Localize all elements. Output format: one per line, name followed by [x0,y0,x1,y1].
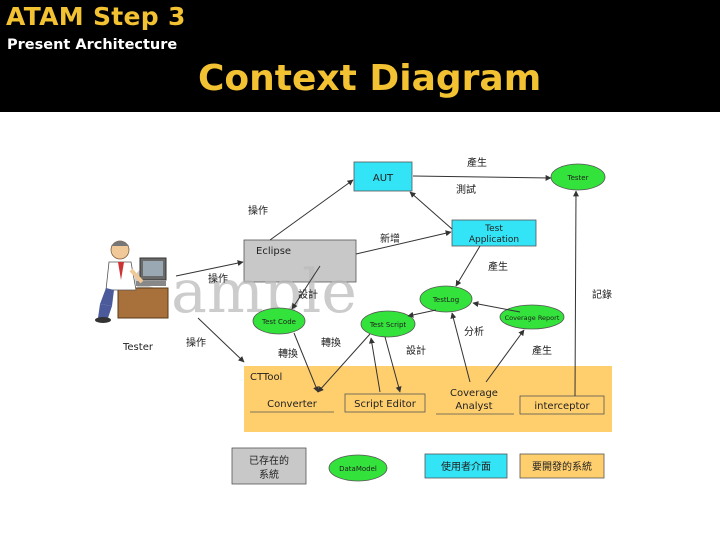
legend-to-develop [519,453,605,479]
slide-title: ATAM Step 3 [6,2,186,31]
legend-data-model-label: DataModel [339,465,377,473]
legend-existing-line1: 已存在的 [249,454,289,467]
test-script-label: Test Script [369,321,407,329]
script-editor-box [344,393,426,413]
edge-label-operate-left: 操作 [208,272,228,285]
edge-label-analyze: 分析 [464,325,484,338]
edge-label-deploy-mid: 產生 [488,260,508,273]
edge-label-convert: 轉換 [278,347,298,360]
legend-user-interface [424,453,508,479]
edge-label-design2: 設計 [406,344,426,357]
diagram-heading: Context Diagram [198,58,542,99]
edge-label-new: 新增 [380,232,400,245]
cttool-region [244,366,612,432]
aut-box [353,161,413,192]
cttool-label: CTTool [250,372,282,383]
testlog-node [419,285,473,313]
tester-person-icon [95,240,169,323]
coverage-analyst-line2: Analyst [455,401,492,412]
script-editor-label: Script Editor [354,399,417,410]
coverage-report-label: Coverage Report [505,314,560,322]
legend-data-model [328,454,388,482]
interceptor-box [519,395,605,415]
tester-node-label: Tester [567,174,589,182]
edge-label-edit: 轉換 [321,336,341,349]
edge-label-design: 設計 [298,288,318,301]
edge-label-generate: 產生 [532,344,552,357]
testlog-label: TestLog [432,296,459,304]
test-code-node [252,307,306,335]
eclipse-label: Eclipse [256,246,291,257]
coverage-analyst-line1: Coverage [450,388,498,399]
edge-label-operate-bottom: 操作 [186,336,206,349]
test-code-label: Test Code [261,318,296,326]
eclipse-box [243,239,357,283]
test-application-box [451,219,537,247]
tester-person-label: Tester [122,342,154,353]
edge-label-operate-top: 操作 [248,204,268,217]
legend-existing-line2: 系統 [259,468,279,481]
edge-label-record: 記錄 [592,288,612,301]
edge-label-test: 測試 [456,183,476,196]
legend-to-develop-label: 要開發的系統 [532,460,592,473]
legend-user-interface-label: 使用者介面 [441,460,491,473]
header-bar: ATAM Step 3 Present Architecture Context… [0,0,720,112]
interceptor-label: interceptor [534,401,590,412]
converter-label: Converter [267,399,318,410]
legend-existing-system [231,447,307,485]
edge-label-deploy-top: 產生 [467,156,487,169]
diagram-connectors [175,174,579,397]
test-application-line2: Application [469,235,519,245]
test-script-node [360,310,416,338]
slide-subtitle: Present Architecture [7,37,178,53]
test-application-line1: Test [484,224,503,234]
aut-label: AUT [373,173,394,184]
